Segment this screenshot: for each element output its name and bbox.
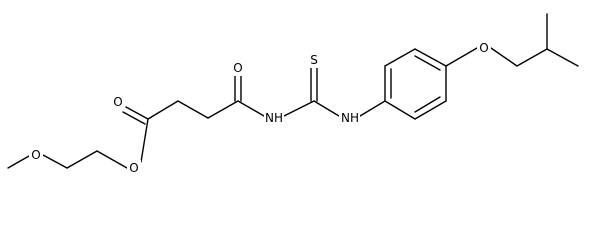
bond bbox=[516, 48, 548, 67]
atom-symbol: O bbox=[113, 95, 122, 109]
bond bbox=[414, 55, 441, 71]
bond bbox=[414, 100, 447, 120]
atom-label-amide-nitrogen: NH bbox=[264, 110, 284, 126]
bond bbox=[96, 150, 128, 169]
molecule-structure-diagram: O O O O NH S NH O bbox=[7, 13, 579, 176]
bond bbox=[122, 111, 146, 125]
bond bbox=[490, 47, 518, 67]
atom-symbol: O bbox=[479, 41, 488, 55]
atom-label-amide-oxygen: O bbox=[231, 60, 245, 76]
bond bbox=[42, 154, 68, 169]
atom-label-aniline-nitrogen: NH bbox=[339, 110, 360, 126]
atom-label-ester-carbonyl-oxygen: O bbox=[111, 94, 125, 110]
atom-labels: O O O O NH S NH O bbox=[29, 40, 491, 176]
atom-label-ester-oxygen: O bbox=[127, 160, 141, 176]
atom-symbol: O bbox=[233, 61, 242, 75]
atom-symbol: O bbox=[31, 148, 40, 162]
bond bbox=[313, 100, 340, 117]
atom-symbol: NH bbox=[265, 111, 283, 125]
atom-symbol: O bbox=[129, 161, 138, 175]
atom-label-methoxy-oxygen: O bbox=[29, 147, 43, 163]
bond bbox=[283, 100, 315, 117]
bond bbox=[147, 100, 179, 120]
atom-label-ether-oxygen: O bbox=[477, 40, 491, 56]
bond bbox=[207, 100, 239, 119]
bond bbox=[125, 106, 149, 120]
atom-symbol: S bbox=[310, 53, 318, 67]
atom-label-sulfur: S bbox=[307, 52, 321, 68]
bond bbox=[384, 48, 416, 67]
bond bbox=[177, 100, 209, 119]
bond bbox=[384, 100, 416, 120]
bond bbox=[414, 48, 447, 67]
bond bbox=[414, 96, 441, 113]
bond bbox=[140, 118, 149, 163]
bond bbox=[445, 47, 478, 67]
bond bbox=[66, 150, 98, 169]
atom-symbol: NH bbox=[341, 111, 359, 125]
bond bbox=[546, 48, 579, 67]
bond bbox=[359, 100, 386, 117]
bond bbox=[7, 155, 30, 169]
bond-lines bbox=[7, 13, 579, 169]
bond bbox=[237, 100, 265, 117]
